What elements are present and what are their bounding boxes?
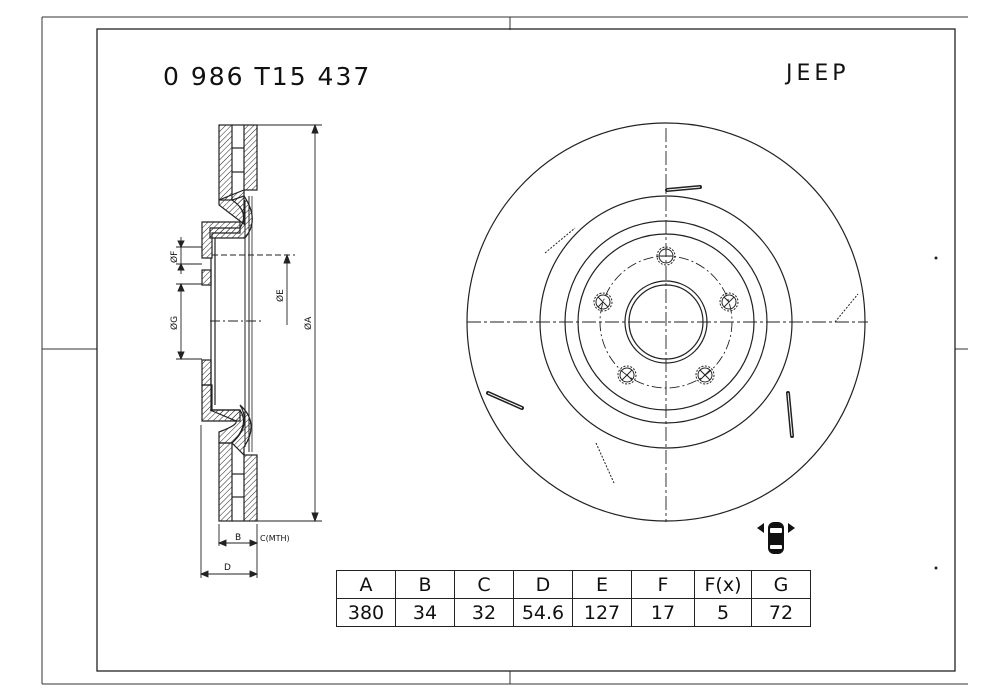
bolt-hole bbox=[617, 365, 637, 385]
inner-frame bbox=[96, 28, 956, 672]
bolt-hole bbox=[593, 292, 613, 312]
side-view-dimensions bbox=[176, 123, 322, 578]
disc-slots bbox=[486, 185, 794, 438]
dimensions-table: A B C D E F F(x) G 380 34 32 54.6 127 17… bbox=[336, 570, 811, 627]
part-number: 0 986 T15 437 bbox=[163, 62, 372, 91]
label-c-mth: C(MTH) bbox=[260, 534, 290, 543]
value-cell: 32 bbox=[454, 598, 514, 627]
value-cell: 380 bbox=[336, 598, 396, 627]
table-header-row: A B C D E F F(x) G bbox=[336, 570, 811, 599]
bolt-holes bbox=[593, 246, 739, 385]
disc-dimples bbox=[544, 227, 859, 484]
bolt-hole bbox=[695, 365, 715, 385]
table-value-row: 380 34 32 54.6 127 17 5 72 bbox=[336, 598, 811, 627]
brand-name: JEEP bbox=[786, 61, 850, 86]
label-dia-g: ØG bbox=[169, 316, 180, 330]
value-cell: 17 bbox=[631, 598, 695, 627]
header-cell: F(x) bbox=[694, 570, 752, 599]
bolt-hole bbox=[656, 246, 676, 266]
bolt-hole bbox=[719, 292, 739, 312]
header-cell: G bbox=[751, 570, 811, 599]
side-view-section bbox=[201, 124, 258, 522]
outer-frame bbox=[41, 16, 968, 685]
front-axle-car-icon bbox=[757, 522, 795, 554]
side-view-labels: ØF ØG ØE ØA B C(MTH) D bbox=[169, 251, 314, 573]
header-cell: A bbox=[336, 570, 396, 599]
value-cell: 34 bbox=[395, 598, 455, 627]
value-cell: 5 bbox=[694, 598, 752, 627]
header-cell: C bbox=[454, 570, 514, 599]
header-cell: F bbox=[631, 570, 695, 599]
label-d: D bbox=[224, 563, 231, 573]
label-b: B bbox=[235, 533, 241, 543]
front-view-disc bbox=[466, 122, 868, 522]
label-dia-f: ØF bbox=[169, 251, 180, 263]
header-cell: B bbox=[395, 570, 455, 599]
label-dia-e: ØE bbox=[275, 289, 286, 302]
header-cell: E bbox=[572, 570, 632, 599]
header-cell: D bbox=[513, 570, 573, 599]
value-cell: 127 bbox=[572, 598, 632, 627]
value-cell: 54.6 bbox=[513, 598, 573, 627]
label-dia-a: ØA bbox=[303, 316, 314, 330]
value-cell: 72 bbox=[751, 598, 811, 627]
